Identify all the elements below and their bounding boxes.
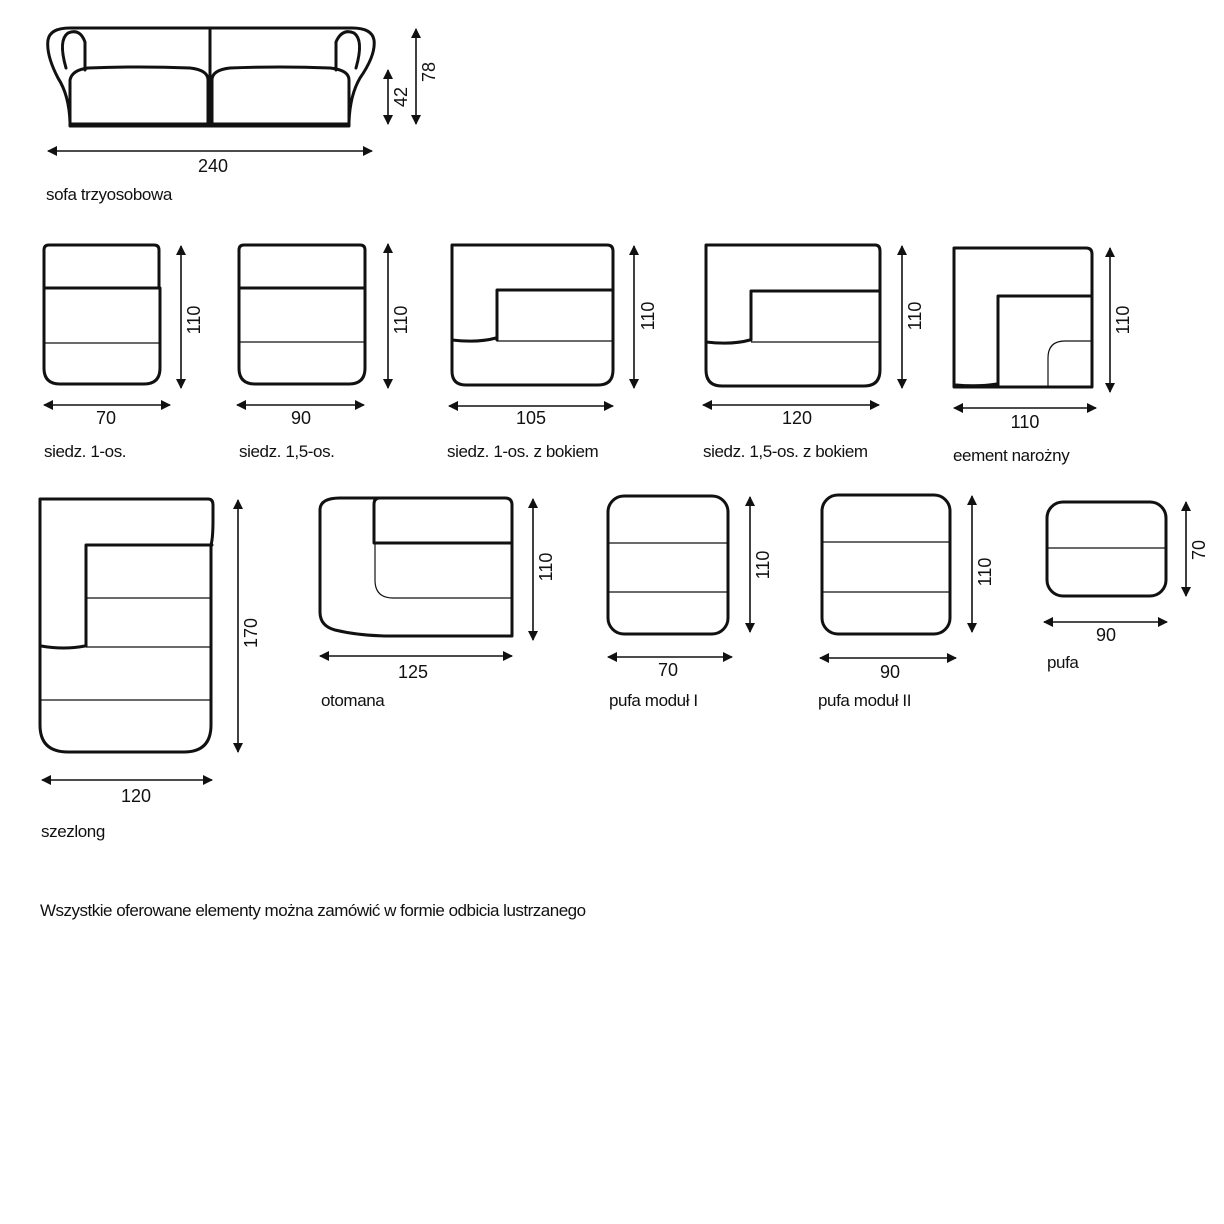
seat15side-depth-value: 110: [905, 302, 925, 331]
corner-label: eement narożny: [953, 446, 1070, 465]
sofa-seat-height-value: 42: [391, 87, 411, 107]
seat1-label: siedz. 1-os.: [44, 442, 126, 461]
sofa-label: sofa trzyosobowa: [46, 185, 173, 204]
seat1side-drawing: [450, 243, 615, 387]
chaise-depth-value: 170: [241, 618, 261, 648]
seat15-label: siedz. 1,5-os.: [239, 442, 335, 461]
pouf2-width-value: 90: [880, 662, 900, 682]
sofa-width-value: 240: [198, 156, 228, 176]
ottoman-label: otomana: [321, 691, 385, 710]
seat1side-label: siedz. 1-os. z bokiem: [447, 442, 599, 461]
pouf2-label: pufa moduł II: [818, 691, 911, 710]
mirror-order-note: Wszystkie oferowane elementy można zamów…: [40, 901, 586, 920]
chaise-width-value: 120: [121, 786, 151, 806]
seat15side-drawing: [704, 243, 882, 388]
pouf-width-value: 90: [1096, 625, 1116, 645]
ottoman-depth-value: 110: [536, 553, 556, 582]
seat1-drawing: [42, 243, 162, 386]
seat1-width-value: 70: [96, 408, 116, 428]
pouf2-drawing: [820, 493, 952, 636]
corner-width-value: 110: [1011, 412, 1040, 432]
pouf-drawing: [1045, 500, 1168, 598]
pouf1-label: pufa moduł I: [609, 691, 698, 710]
sofa-drawing: [46, 26, 376, 128]
seat15-depth-value: 110: [391, 306, 411, 335]
seat15-width-value: 90: [291, 408, 311, 428]
seat15-drawing: [237, 243, 367, 386]
seat15side-width-value: 120: [782, 408, 812, 428]
seat1-depth-value: 110: [184, 306, 204, 335]
pouf1-depth-value: 110: [753, 551, 773, 580]
seat15side-label: siedz. 1,5-os. z bokiem: [703, 442, 868, 461]
seat1side-depth-value: 110: [638, 302, 658, 331]
seat1side-width-value: 105: [516, 408, 546, 428]
pouf1-width-value: 70: [658, 660, 678, 680]
chaise-drawing: [38, 497, 215, 754]
corner-drawing: [952, 246, 1094, 389]
pouf1-drawing: [606, 494, 730, 636]
pouf2-depth-value: 110: [975, 558, 995, 587]
ottoman-drawing: [318, 496, 514, 638]
chaise-label: szezlong: [41, 822, 105, 841]
ottoman-width-value: 125: [398, 662, 428, 682]
pouf-depth-value: 70: [1189, 540, 1209, 560]
pouf-label: pufa: [1047, 653, 1079, 672]
sofa-height-value: 78: [419, 62, 439, 82]
corner-depth-value: 110: [1113, 306, 1133, 335]
